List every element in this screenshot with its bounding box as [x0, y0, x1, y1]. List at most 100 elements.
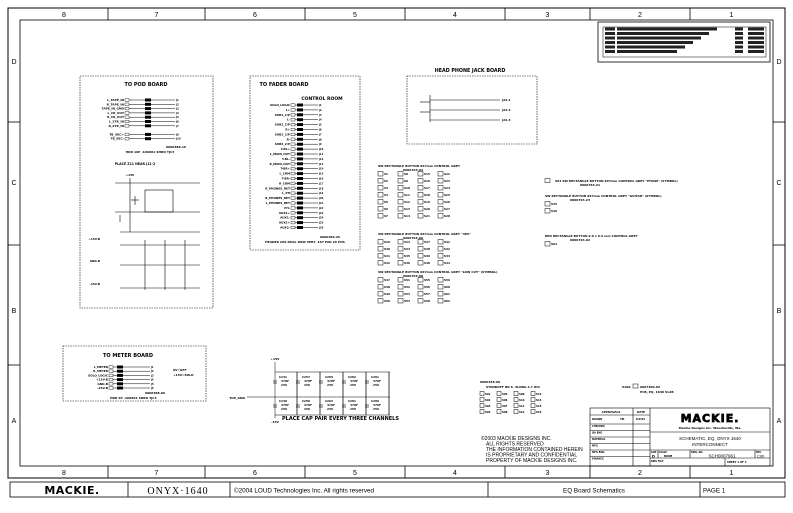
scale-header: SCALE	[659, 451, 667, 454]
meter-part: 0000388-06	[145, 391, 165, 395]
port-symbol	[290, 147, 296, 151]
button-ref: S41	[444, 240, 450, 244]
cap-ref: C241	[279, 375, 287, 379]
button-group: SW RECTANGLE BUTTON 9X7mm CONTROL GREY "…	[377, 270, 498, 304]
port-symbol	[290, 162, 296, 166]
button-ref: S12	[404, 200, 410, 204]
column-label: 8	[62, 12, 66, 19]
rev-value: C00	[757, 454, 765, 459]
cap-value: 47UF	[281, 403, 289, 407]
pin-number: J4	[318, 118, 322, 122]
net-label: L_PHONES_RET	[266, 201, 290, 205]
button-symbol	[437, 260, 444, 266]
net-label: T-BR+	[280, 167, 290, 171]
sheet-number: SHEET 1 OF 1	[727, 460, 747, 464]
button-ref: S16	[424, 179, 430, 183]
cap-ref: C263	[325, 399, 333, 403]
row-label: B	[777, 308, 782, 315]
button-ref: S28	[444, 214, 450, 218]
port-symbol	[124, 102, 130, 106]
port-symbol	[290, 157, 296, 161]
pin-number: J25	[318, 221, 324, 225]
button-symbol	[437, 284, 444, 290]
button-ref: S33	[404, 240, 410, 244]
cap-value: 47UF	[327, 379, 335, 383]
button-symbol	[377, 284, 384, 290]
button-symbol	[397, 239, 404, 245]
row-label: D	[776, 59, 781, 66]
footer-product: ONYX·1640	[147, 486, 208, 497]
button-group: SW RECTANGLE BUTTON 9X7mm CONTROL GREY "…	[544, 194, 662, 214]
column-label: 3	[546, 470, 550, 477]
button-symbol	[437, 253, 444, 259]
button-symbol	[397, 284, 404, 290]
button-ref: S22	[444, 172, 450, 176]
button-ref: S17	[424, 186, 430, 190]
approval-row-label: MFG ENG	[592, 451, 604, 454]
revision-cell	[735, 27, 743, 31]
button-symbol	[544, 241, 551, 247]
cap-voltage: 25V	[304, 407, 311, 411]
button-group-title: RED RECTANGLE BUTTON 9.0 x 6.5 mm CONTRO…	[545, 234, 638, 238]
standoff-symbol	[530, 409, 536, 414]
port-symbol	[290, 167, 296, 171]
footer-copyright: ©2004 LOUD Technologies Inc. All rights …	[234, 487, 374, 495]
button-group-part: 0000763-08	[403, 274, 423, 278]
drawing-title: SCHEMATIC, EQ, ONYX 1640	[679, 436, 741, 441]
port-symbol	[290, 152, 296, 156]
button-ref: S6	[384, 207, 388, 211]
cap-value: 47UF	[327, 403, 335, 407]
row-label: A	[777, 418, 782, 425]
copyright-line: THE INFORMATION CONTAINED HEREIN	[486, 447, 583, 453]
button-ref: S26	[444, 200, 450, 204]
net-label: AUX1+	[279, 211, 291, 215]
net-label: TB_SEC-	[110, 137, 124, 141]
column-label: 1	[730, 12, 734, 19]
button-symbol	[377, 260, 384, 266]
cap-voltage: 25V	[373, 383, 380, 387]
port-symbol	[290, 176, 296, 180]
button-ref: S48	[384, 285, 390, 289]
pin-number: J17	[318, 181, 324, 185]
cap-voltage: 25V	[373, 407, 380, 411]
button-group: RED RECTANGLE BUTTON 9.0 x 6.5 mm CONTRO…	[544, 234, 638, 247]
net-label: R_PHONES_RET	[265, 196, 290, 200]
button-symbol	[377, 291, 384, 297]
net-label: R_PHONES_RET	[265, 186, 290, 190]
net-label: R_MAIN_OUT	[269, 162, 290, 166]
port-symbol	[124, 124, 130, 128]
copyright-line: ©2003 MACKIE DESIGNS INC.	[481, 435, 552, 442]
cap-ref: C250	[302, 399, 310, 403]
button-ref: S53	[404, 292, 410, 296]
button-ref: S29	[384, 240, 390, 244]
revision-cell	[748, 32, 764, 35]
button-ref: S64	[551, 242, 557, 246]
button-group: SW RECTANGLE BUTTON 9X7mm CONTROL GREY00…	[377, 164, 461, 219]
button-symbol	[397, 206, 404, 212]
button-symbol	[377, 171, 384, 177]
standoff-symbol	[496, 409, 502, 414]
z100-part: 0007400-02	[640, 385, 660, 389]
port-symbol	[108, 365, 114, 369]
revision-cell	[605, 36, 615, 40]
approval-row-label: FINANCE	[592, 458, 604, 461]
button-symbol	[397, 213, 404, 219]
button-symbol	[417, 213, 424, 219]
standoff-symbol	[479, 397, 485, 402]
fader-part-desc: HEADER 26X DUAL ROW VERT .1ST PAD 20 POS	[265, 240, 345, 244]
revision-cell	[748, 50, 764, 53]
button-symbol	[397, 199, 404, 205]
revision-cell	[735, 45, 743, 49]
button-ref: S20	[424, 207, 430, 211]
net-label: R_CR_OUT	[107, 115, 125, 119]
button-ref: S35	[404, 254, 410, 258]
drawn-label: DRAWN	[592, 418, 602, 421]
button-ref: S24	[444, 186, 450, 190]
button-symbol	[377, 239, 384, 245]
column-label: 7	[155, 470, 159, 477]
pin-number: J2	[175, 102, 179, 106]
button-group: S63 SW RECTANGLE BUTTON 9X7mm CONTROL GR…	[544, 178, 678, 187]
button-ref: S43	[444, 254, 450, 258]
button-symbol	[417, 277, 424, 283]
